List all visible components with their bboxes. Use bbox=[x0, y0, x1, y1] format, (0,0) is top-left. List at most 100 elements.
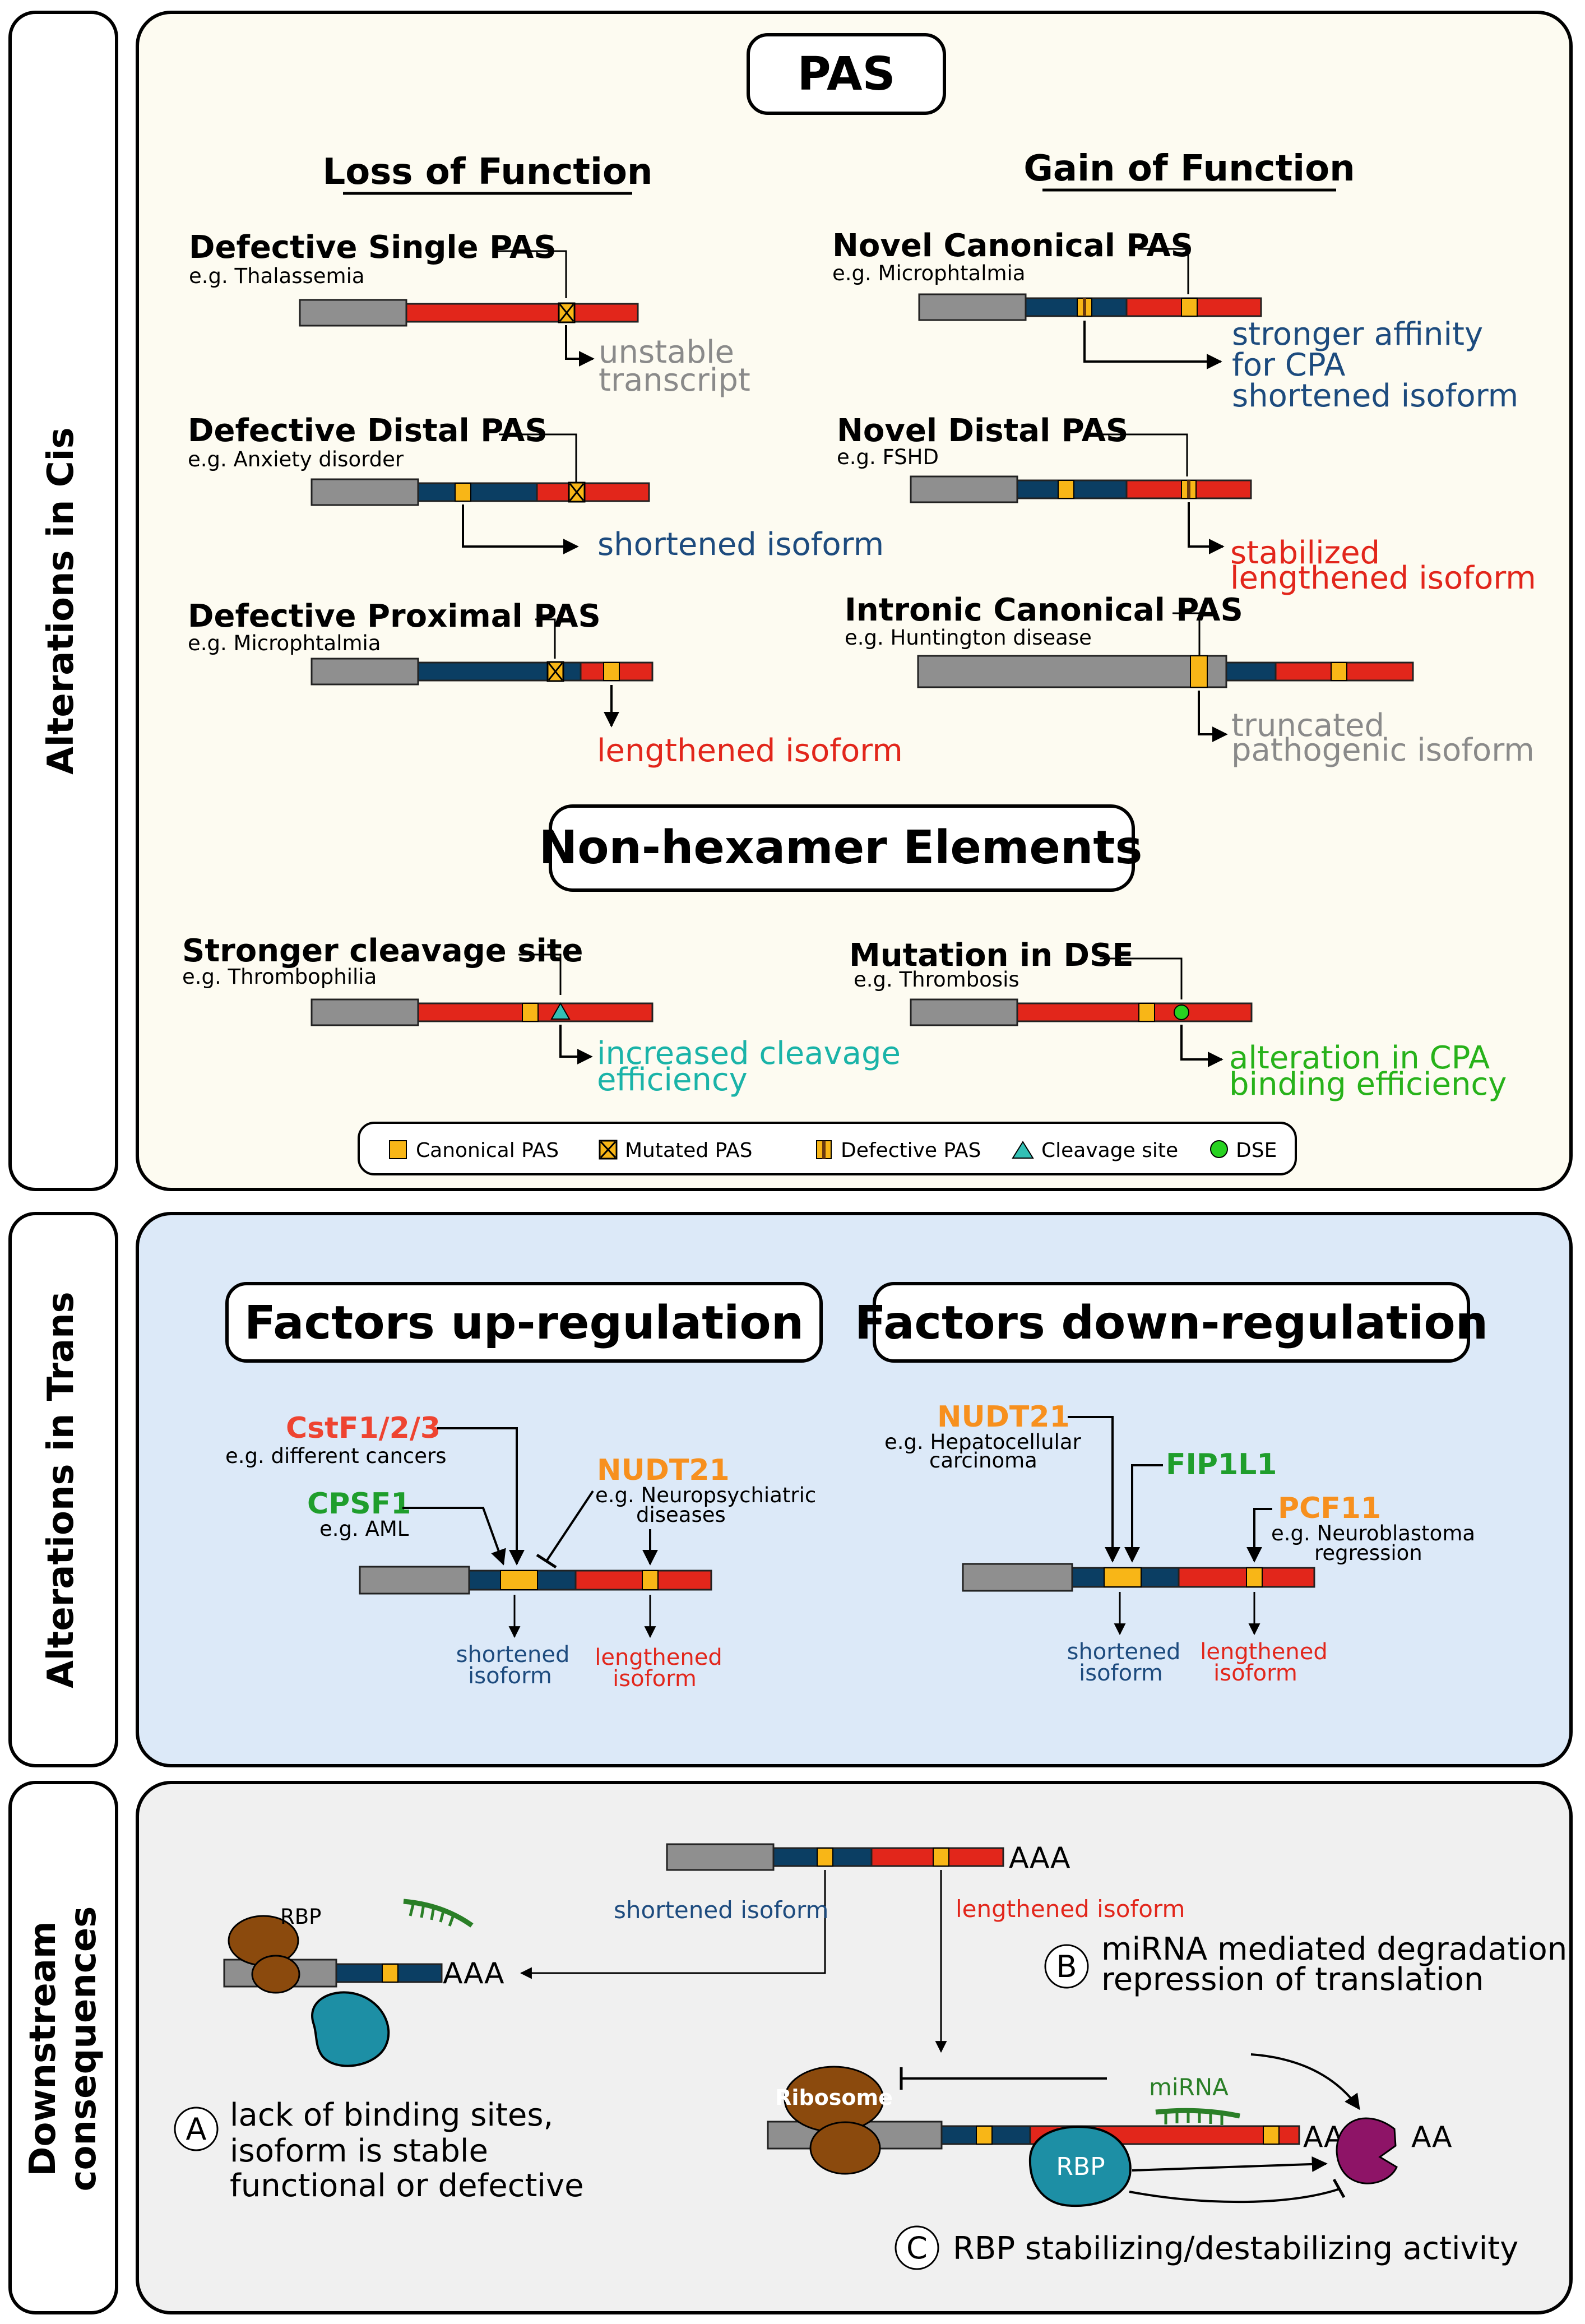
factors-down-regulation-box: Factors down-regulation bbox=[855, 1282, 1488, 1363]
svg-text:stronger affinity: stronger affinity bbox=[1232, 316, 1483, 353]
svg-text:PAS: PAS bbox=[797, 48, 895, 101]
svg-text:lengthened: lengthened bbox=[595, 1645, 722, 1670]
rbp-icon bbox=[1028, 2126, 1132, 2207]
svg-text:alteration in CPA: alteration in CPA bbox=[1229, 1040, 1490, 1076]
svg-text:binding efficiency: binding efficiency bbox=[1229, 1066, 1507, 1103]
side-label-trans: Alterations in Trans bbox=[8, 1212, 118, 1767]
canonical-pas-icon bbox=[1181, 298, 1198, 317]
svg-text:miRNA mediated degradation: miRNA mediated degradation bbox=[1101, 1931, 1567, 1967]
svg-text:RBP: RBP bbox=[280, 1905, 321, 1929]
svg-text:lengthened isoform: lengthened isoform bbox=[956, 1895, 1185, 1923]
svg-text:AAA: AAA bbox=[443, 1957, 504, 1990]
canonical-pas-icon bbox=[1246, 1567, 1263, 1587]
svg-text:Alterations in Cis: Alterations in Cis bbox=[40, 427, 82, 774]
svg-text:Downstream: Downstream bbox=[22, 1921, 64, 2176]
pas-title-box: PAS bbox=[747, 33, 946, 115]
factors-up-regulation-box: Factors up-regulation bbox=[225, 1282, 823, 1363]
svg-text:regression: regression bbox=[1314, 1541, 1422, 1565]
svg-text:e.g. Neuroblastoma: e.g. Neuroblastoma bbox=[1271, 1521, 1475, 1545]
svg-text:lengthened: lengthened bbox=[1200, 1639, 1327, 1665]
svg-text:repression of translation: repression of translation bbox=[1101, 1961, 1484, 1998]
svg-text:RBP stabilizing/destabilizing: RBP stabilizing/destabilizing activity bbox=[953, 2230, 1518, 2267]
svg-text:DSE: DSE bbox=[1236, 1139, 1277, 1162]
canonical-pas-icon bbox=[976, 2126, 993, 2145]
svg-text:e.g. Thalassemia: e.g. Thalassemia bbox=[189, 264, 365, 288]
svg-text:increased cleavage: increased cleavage bbox=[597, 1035, 901, 1072]
legend-cleavage-site-icon bbox=[1012, 1141, 1034, 1159]
svg-text:carcinoma: carcinoma bbox=[929, 1448, 1037, 1473]
defective-distal-pas: Defective Distal PAS e.g. Anxiety disord… bbox=[188, 413, 884, 563]
svg-text:AAA: AAA bbox=[1009, 1841, 1070, 1875]
svg-text:e.g. Microphtalmia: e.g. Microphtalmia bbox=[188, 631, 381, 655]
svg-text:isoform: isoform bbox=[613, 1666, 697, 1692]
svg-text:Defective PAS: Defective PAS bbox=[841, 1139, 981, 1162]
svg-text:Defective Single PAS: Defective Single PAS bbox=[189, 229, 557, 266]
svg-text:FIP1L1: FIP1L1 bbox=[1166, 1448, 1277, 1482]
scenario-a-text: A lack of binding sites, isoform is stab… bbox=[174, 2097, 584, 2204]
svg-text:lengthened isoform: lengthened isoform bbox=[597, 733, 903, 769]
svg-text:Factors up-regulation: Factors up-regulation bbox=[244, 1297, 804, 1350]
svg-text:Gain of Function: Gain of Function bbox=[1023, 148, 1355, 189]
up-regulation-diagram: CstF1/2/3 e.g. different cancers CPSF1 e… bbox=[225, 1411, 816, 1692]
svg-text:Canonical PAS: Canonical PAS bbox=[416, 1139, 559, 1162]
svg-text:e.g. different cancers: e.g. different cancers bbox=[225, 1444, 447, 1468]
svg-text:e.g. Neuropsychiatric: e.g. Neuropsychiatric bbox=[595, 1483, 816, 1507]
svg-text:Factors down-regulation: Factors down-regulation bbox=[855, 1297, 1488, 1350]
loss-of-function-heading: Loss of Function bbox=[323, 151, 653, 195]
svg-text:stabilized: stabilized bbox=[1230, 535, 1380, 571]
svg-text:RBP: RBP bbox=[1056, 2152, 1105, 2181]
cleavage-site-icon bbox=[550, 1002, 571, 1020]
svg-text:shortened: shortened bbox=[1067, 1639, 1181, 1665]
svg-text:shortened isoform: shortened isoform bbox=[597, 526, 884, 563]
label-circle-b bbox=[1044, 1944, 1089, 1989]
gain-of-function-heading: Gain of Function bbox=[1023, 148, 1355, 192]
svg-text:Defective Distal PAS: Defective Distal PAS bbox=[188, 413, 548, 449]
svg-text:functional or defective: functional or defective bbox=[230, 2168, 584, 2204]
canonical-pas-icon bbox=[522, 1003, 539, 1022]
legend-canonical-pas-icon bbox=[389, 1140, 407, 1159]
svg-text:truncated: truncated bbox=[1231, 707, 1384, 744]
svg-text:e.g. Huntington disease: e.g. Huntington disease bbox=[845, 626, 1092, 650]
svg-text:Alterations in Trans: Alterations in Trans bbox=[40, 1291, 82, 1688]
svg-text:shortened isoform: shortened isoform bbox=[1232, 378, 1518, 414]
canonical-pas-icon bbox=[642, 1570, 659, 1590]
svg-text:PCF11: PCF11 bbox=[1278, 1492, 1381, 1525]
side-label-downstream: Downstream consequences bbox=[8, 1781, 118, 2314]
svg-text:e.g. Microphtalmia: e.g. Microphtalmia bbox=[832, 261, 1026, 285]
svg-text:lengthened isoform: lengthened isoform bbox=[1230, 560, 1536, 596]
canonical-pas-icon bbox=[382, 1964, 398, 1983]
svg-text:consequences: consequences bbox=[63, 1906, 104, 2192]
svg-text:Mutation in DSE: Mutation in DSE bbox=[849, 937, 1134, 974]
canonical-pas-icon bbox=[1138, 1003, 1155, 1022]
canonical-pas-icon bbox=[1104, 1567, 1142, 1587]
canonical-pas-icon bbox=[817, 1848, 833, 1867]
svg-text:shortened isoform: shortened isoform bbox=[614, 1896, 828, 1924]
scenario-bottom-transcript: AAA AA Ribosome RBP miRNA bbox=[767, 2053, 1452, 2207]
svg-text:CPSF1: CPSF1 bbox=[307, 1487, 411, 1521]
svg-text:Novel Canonical PAS: Novel Canonical PAS bbox=[832, 228, 1193, 264]
legend: Canonical PAS Mutated PAS Defective PAS … bbox=[358, 1122, 1297, 1175]
defective-single-pas: Defective Single PAS e.g. Thalassemia un… bbox=[189, 229, 750, 399]
svg-text:shortened: shortened bbox=[456, 1642, 570, 1668]
svg-text:Novel Distal PAS: Novel Distal PAS bbox=[837, 413, 1128, 449]
novel-distal-pas: Novel Distal PAS e.g. FSHD stabilized le… bbox=[837, 413, 1536, 596]
svg-text:Mutated PAS: Mutated PAS bbox=[625, 1139, 753, 1162]
svg-text:NUDT21: NUDT21 bbox=[937, 1400, 1070, 1434]
svg-text:A: A bbox=[186, 2112, 207, 2147]
svg-text:Loss of Function: Loss of Function bbox=[323, 151, 653, 193]
panel-downstream bbox=[136, 1781, 1573, 2314]
svg-text:isoform: isoform bbox=[1213, 1660, 1297, 1686]
svg-text:isoform is stable: isoform is stable bbox=[230, 2133, 488, 2169]
defective-proximal-pas: Defective Proximal PAS e.g. Microphtalmi… bbox=[188, 598, 903, 769]
svg-text:NUDT21: NUDT21 bbox=[597, 1453, 730, 1487]
legend-dse-icon bbox=[1210, 1140, 1228, 1158]
svg-text:lack of binding sites,: lack of binding sites, bbox=[230, 2097, 553, 2133]
svg-text:AA: AA bbox=[1411, 2121, 1452, 2154]
svg-text:miRNA: miRNA bbox=[1149, 2073, 1229, 2101]
svg-text:e.g. Hepatocellular: e.g. Hepatocellular bbox=[884, 1430, 1081, 1454]
down-regulation-diagram: NUDT21 e.g. Hepatocellular carcinoma FIP… bbox=[884, 1400, 1475, 1686]
svg-text:e.g. AML: e.g. AML bbox=[319, 1517, 409, 1541]
stronger-cleavage-site: Stronger cleavage site e.g. Thrombophili… bbox=[182, 933, 901, 1098]
svg-text:pathogenic isoform: pathogenic isoform bbox=[1231, 732, 1535, 769]
